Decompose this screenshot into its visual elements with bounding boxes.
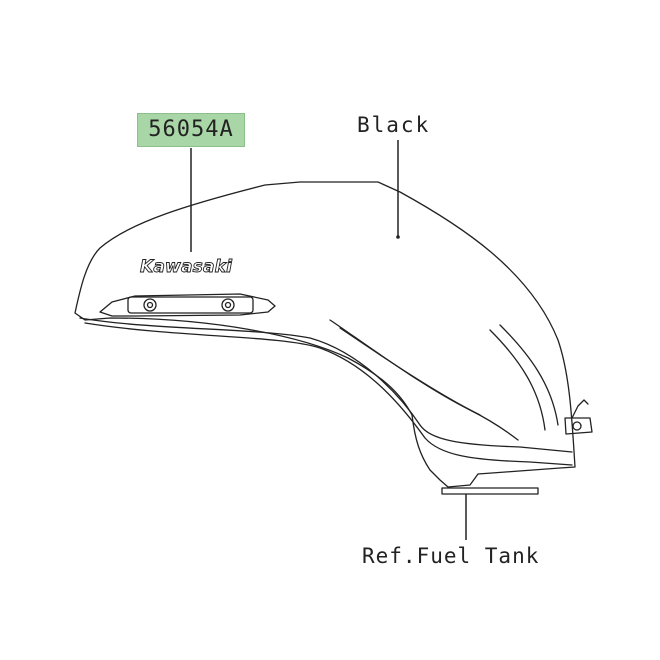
tank-channel <box>329 319 519 441</box>
tank-flange <box>84 322 573 466</box>
filler-cap-plate <box>127 296 254 314</box>
tank-seam <box>79 317 573 453</box>
tank-outline <box>74 181 576 488</box>
tank-rib <box>489 329 546 431</box>
filler-cap-frame <box>99 293 276 317</box>
tank-rib-2 <box>499 324 559 426</box>
rear-mount-hole <box>572 421 582 431</box>
color-label: Black <box>357 113 431 137</box>
bottom-bracket <box>441 487 539 495</box>
cap-bolt-left <box>143 298 157 312</box>
kawasaki-decal: Kawasaki <box>140 257 233 277</box>
part-number-tag[interactable]: 56054A <box>137 113 245 147</box>
reference-label: Ref.Fuel Tank <box>362 544 540 568</box>
rear-mount <box>564 417 593 435</box>
color-point <box>396 235 400 239</box>
cap-bolt-right <box>221 298 235 312</box>
tank-channel-inner <box>339 327 481 416</box>
